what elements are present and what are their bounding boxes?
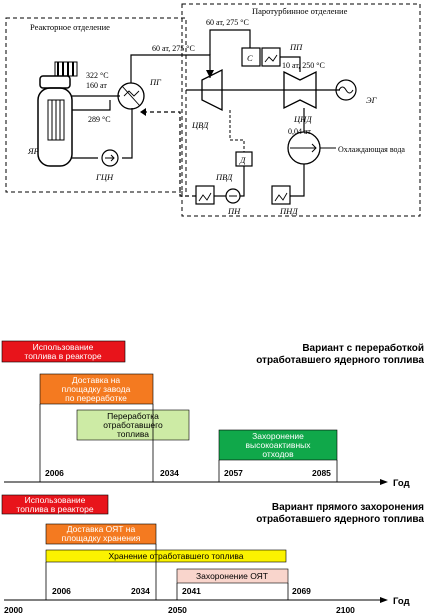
npp-scheme: Реакторное отделение Паротурбинное отдел… (5, 3, 421, 217)
feed-pump-label: ПН (227, 206, 241, 216)
steam-main-line (144, 54, 211, 78)
opt1-delivery-line3: по переработке (65, 393, 127, 403)
fuel-timelines: Использование топлива в реакторе Вариант… (1, 340, 424, 615)
hp-heater-label: ПВД (215, 172, 233, 182)
lp-cylinder-label: ЦНД (293, 114, 312, 124)
opt2-year-4: 2069 (292, 586, 311, 596)
primary-cold-leg (122, 108, 133, 159)
opt2-year-3: 2041 (182, 586, 201, 596)
opt1-burial-block (218, 429, 338, 461)
opt2-title-line1: Вариант прямого захоронения (272, 502, 424, 513)
reheater-label: ПП (289, 42, 303, 52)
deaerator-label: Д (239, 155, 246, 165)
opt1-delivery-block (39, 373, 154, 405)
lp-heater-box (271, 185, 291, 205)
axis-tick-2000: 2000 (4, 605, 23, 615)
opt2-use-line1: Использование (25, 495, 86, 505)
reactor-section-box (5, 17, 187, 193)
axis-tick-2100: 2100 (336, 605, 355, 615)
opt2-storage-block (45, 549, 287, 563)
opt1-axis-label: Год (393, 478, 410, 489)
cooling-water-label: Охлаждающая вода (338, 145, 405, 154)
condenser-pressure: 0,04 ат (288, 127, 311, 136)
generator-icon (335, 79, 357, 101)
reheater-box (261, 47, 281, 67)
opt1-year-2: 2034 (160, 468, 179, 478)
opt1-year-1: 2006 (45, 468, 64, 478)
hp-cylinder-icon (201, 68, 223, 112)
reheat-out-params: 10 ат, 250 °С (282, 61, 325, 70)
generator-label: ЭГ (366, 95, 378, 105)
opt2-year-2: 2034 (131, 586, 150, 596)
opt2-burial-label: Захоронение ОЯТ (196, 571, 268, 581)
steam-generator-icon (117, 82, 145, 110)
opt1-delivery-line2: площадку завода (62, 384, 131, 394)
separator-box (241, 47, 261, 67)
opt1-burial-line2: высокоактивных (246, 440, 312, 450)
steam-generator-label: ПГ (149, 77, 162, 87)
opt1-burial-line1: Захоронение (252, 431, 304, 441)
turbine-section-box (181, 3, 421, 217)
return-temp: 289 °С (88, 115, 111, 124)
opt2-storage-label: Хранение отработавшего топлива (109, 551, 244, 561)
opt1-year-3: 2057 (224, 468, 243, 478)
opt2-year-1: 2006 (52, 586, 71, 596)
hp-heater-box (195, 185, 215, 205)
reactor-label: ЯР (27, 146, 39, 156)
opt1-use-line2: топлива в реакторе (24, 351, 101, 361)
steam-main-params: 60 ат, 275 °С (152, 44, 195, 53)
lp-heater-label: ПНД (279, 206, 298, 216)
opt1-reprocessing-block (76, 409, 190, 441)
opt2-title-line2: отработавшего ядерного топлива (256, 513, 424, 525)
opt2-use-block (1, 494, 109, 515)
opt1-reprocessing-line3: топлива (117, 429, 149, 439)
opt1-reprocessing-line1: Переработка (107, 411, 159, 421)
opt1-burial-line3: отходов (262, 449, 294, 459)
steam-top-params: 60 ат, 275 °С (206, 18, 249, 27)
axis-tick-2050: 2050 (168, 605, 187, 615)
reactor-icon (37, 61, 78, 167)
main-pump-icon (101, 149, 119, 167)
opt2-delivery-line2: площадку хранения (62, 533, 141, 543)
opt1-use-block (1, 340, 126, 363)
main-pump-label: ГЦН (95, 172, 114, 182)
opt1-year-4: 2085 (312, 468, 331, 478)
opt1-reprocessing-line2: отработавшего (103, 420, 163, 430)
lp-cylinder-icon (283, 70, 317, 110)
opt2-use-line2: топлива в реакторе (16, 504, 93, 514)
opt2-delivery-line1: Доставка ОЯТ на (67, 524, 136, 534)
reactor-temp: 322 °С (86, 71, 109, 80)
opt1-title-line1: Вариант с переработкой (302, 342, 424, 354)
separator-label: С (247, 53, 253, 63)
opt2-delivery-block (45, 523, 157, 545)
reactor-pressure: 160 ат (86, 81, 107, 90)
reactor-section-label: Реакторное отделение (30, 22, 110, 32)
feedwater-return-line (140, 111, 196, 197)
turbine-section-label: Паротурбинное отделение (252, 6, 348, 16)
feed-pump-icon (225, 188, 241, 204)
opt2-axis-label: Год (393, 596, 410, 607)
opt1-title-line2: отработавшего ядерного топлива (256, 354, 424, 366)
opt1-use-line1: Использование (33, 342, 94, 352)
opt1-delivery-line1: Доставка на (72, 375, 121, 385)
condenser-icon (287, 131, 321, 165)
hp-cylinder-label: ЦВД (191, 120, 209, 130)
opt2-burial-block (176, 568, 289, 584)
